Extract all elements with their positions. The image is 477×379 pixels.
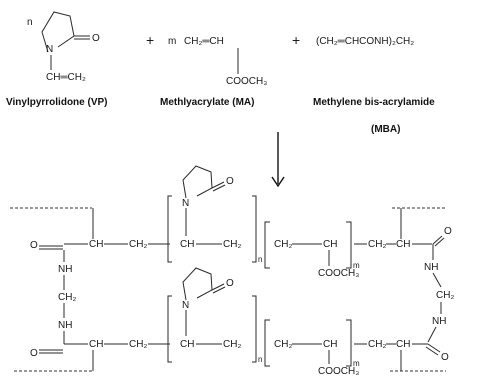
right-nh-bottom: NH — [432, 316, 446, 327]
lower-ester: COOCH₃ — [318, 366, 359, 377]
lower-ch-r: CH — [396, 339, 410, 350]
upper-ma-bracket-left — [264, 221, 270, 269]
upper-o-left: O — [30, 240, 38, 251]
upper-chain: O CH CH₂ n N O CH CH₂ m CH₂ CH COOCH₃ CH… — [30, 165, 452, 279]
right-crosslink: NH CH₂ NH — [424, 262, 454, 343]
plus-sign-1: + — [146, 32, 154, 48]
reaction-arrow — [271, 132, 285, 188]
lower-ch2-ma: CH₂ — [274, 339, 292, 350]
ma-coefficient: m — [168, 36, 176, 47]
lower-ch2-vp: CH₂ — [223, 339, 241, 350]
upper-ch-ma: CH — [323, 239, 337, 250]
lower-vp-ring — [182, 267, 213, 301]
left-nh-bottom: NH — [58, 320, 72, 331]
upper-ch-r: CH — [396, 239, 410, 250]
lower-ma-bracket-right — [346, 319, 352, 367]
vp-vinyl-group: CH═CH₂ — [46, 72, 86, 83]
left-crosslink: NH CH₂ NH — [58, 264, 76, 344]
ma-monomer: m CH₂═CH COOCH₃ Methlyacrylate (MA) — [160, 36, 267, 108]
lower-vp-bracket-right — [252, 295, 257, 363]
plus-sign-2: + — [292, 32, 300, 48]
mba-name-line2: (MBA) — [371, 124, 400, 135]
lower-ch-ma: CH — [323, 339, 337, 350]
left-ch2: CH₂ — [58, 292, 76, 303]
lower-o-right: O — [441, 352, 449, 363]
lower-sub-n: n — [258, 355, 262, 364]
upper-ch2-vp: CH₂ — [223, 239, 241, 250]
mba-monomer: (CH₂═CHCONH)₂CH₂ Methylene bis-acrylamid… — [313, 36, 435, 135]
lower-ch2-r: CH₂ — [368, 339, 386, 350]
vp-name: Vinylpyrrolidone (VP) — [6, 97, 108, 108]
mba-formula: (CH₂═CHCONH)₂CH₂ — [316, 36, 414, 47]
lower-vp-bracket-left — [167, 295, 172, 363]
upper-ch-1: CH — [89, 239, 103, 250]
lower-ch-vp: CH — [180, 339, 194, 350]
upper-ch2-ma: CH₂ — [274, 239, 292, 250]
upper-ch2-1: CH₂ — [129, 239, 147, 250]
upper-ma-bracket-right — [346, 221, 352, 269]
vp-ring-nitrogen: N — [46, 44, 53, 55]
upper-ch2-r: CH₂ — [368, 239, 386, 250]
vp-coefficient: n — [27, 17, 33, 28]
ma-ester: COOCH₃ — [226, 76, 267, 87]
vp-ring-bonds — [41, 11, 75, 53]
upper-ring-o: O — [226, 176, 234, 187]
upper-vp-bracket-left — [167, 195, 172, 263]
lower-ma-bracket-left — [264, 319, 270, 367]
lower-ring-n: N — [182, 300, 189, 311]
ma-formula: CH₂═CH — [184, 36, 224, 47]
lower-ch-1: CH — [89, 339, 103, 350]
right-nh-top: NH — [424, 262, 438, 273]
lower-o-left: O — [30, 348, 38, 359]
upper-sub-n: n — [258, 255, 262, 264]
lower-sub-m: m — [353, 359, 360, 368]
upper-ch-vp: CH — [180, 239, 194, 250]
lower-ch2-1: CH₂ — [129, 339, 147, 350]
upper-ester: COOCH₃ — [318, 268, 359, 279]
upper-vp-ring — [182, 165, 213, 199]
left-nh-top: NH — [58, 264, 72, 275]
right-ch2: CH₂ — [436, 290, 454, 301]
upper-ring-n: N — [182, 198, 189, 209]
mba-name-line1: Methylene bis-acrylamide — [313, 97, 435, 108]
vp-ring-oxygen: O — [92, 33, 100, 44]
upper-sub-m: m — [353, 261, 360, 270]
lower-ring-o: O — [226, 278, 234, 289]
upper-vp-bracket-right — [252, 195, 257, 263]
ma-name: Methlyacrylate (MA) — [160, 97, 254, 108]
upper-o-right: O — [444, 226, 452, 237]
lower-chain: O CH CH₂ n N O CH CH₂ m CH₂ CH COOCH₃ CH… — [30, 267, 449, 377]
vp-monomer: n N O CH═CH₂ Vinylpyrrolidone (VP) — [6, 11, 108, 108]
